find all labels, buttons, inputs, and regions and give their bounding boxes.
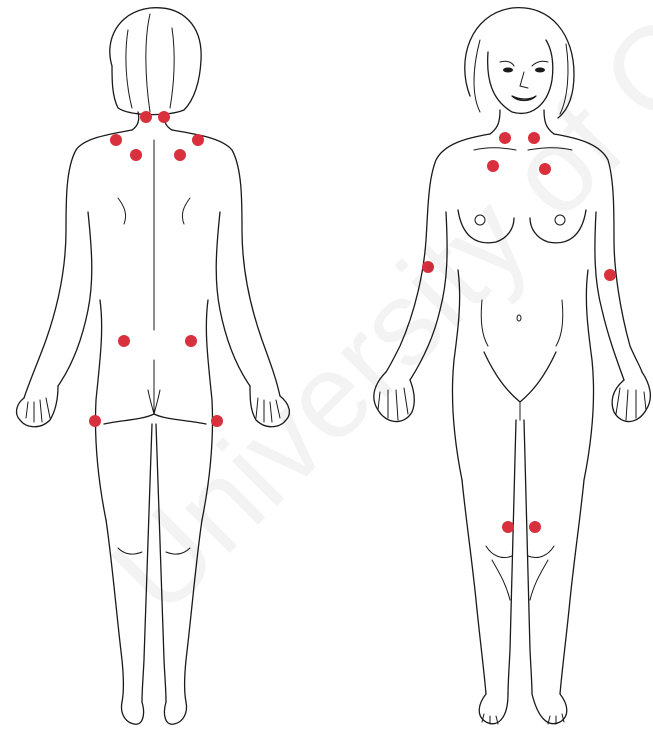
tender-point-back-greater-trochanter-left xyxy=(89,415,101,427)
tender-point-front-knee-right xyxy=(529,521,541,533)
tender-point-front-lateral-epicondyle-left xyxy=(422,261,434,273)
tender-point-back-supraspinatus-right xyxy=(174,149,186,161)
tender-point-front-second-rib-left xyxy=(487,160,499,172)
tender-point-back-occiput-right xyxy=(158,111,170,123)
tender-point-front-low-cervical-right xyxy=(528,132,540,144)
back-tender-points xyxy=(89,111,223,427)
back-figure xyxy=(17,8,290,725)
tender-point-front-low-cervical-left xyxy=(499,132,511,144)
tender-point-back-supraspinatus-left xyxy=(130,149,142,161)
tender-point-back-occiput-left xyxy=(140,111,152,123)
front-figure xyxy=(374,8,651,724)
tender-point-back-trapezius-right xyxy=(192,134,204,146)
tender-point-back-greater-trochanter-right xyxy=(211,415,223,427)
tender-point-front-second-rib-right xyxy=(539,163,551,175)
tender-point-front-knee-left xyxy=(502,521,514,533)
tender-point-back-gluteal-left xyxy=(118,335,130,347)
tender-point-back-trapezius-left xyxy=(110,134,122,146)
tender-point-front-lateral-epicondyle-right xyxy=(604,269,616,281)
front-tender-points xyxy=(422,132,616,533)
tender-point-back-gluteal-right xyxy=(185,335,197,347)
